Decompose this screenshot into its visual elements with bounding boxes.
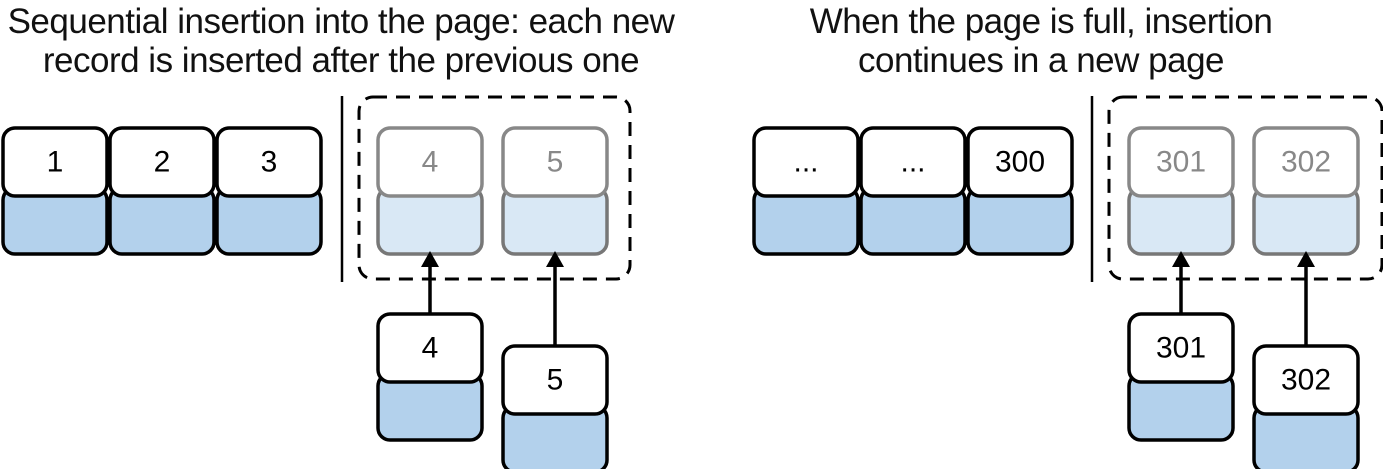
pending-record-slot: 302	[1252, 126, 1360, 256]
record-number: 5	[547, 146, 564, 179]
record-key-part	[501, 186, 609, 256]
record-number: 4	[422, 146, 439, 179]
record-header	[1, 126, 109, 198]
record-key-part	[859, 186, 967, 256]
record-header	[376, 312, 484, 384]
record-number: 4	[422, 332, 439, 365]
record-number: 302	[1281, 364, 1331, 397]
record-key-part	[376, 186, 484, 256]
record-key-part	[376, 372, 484, 442]
arrow-head	[421, 251, 439, 267]
record-number: 1	[47, 146, 64, 179]
existing-record: 300	[966, 126, 1074, 256]
record-header	[752, 126, 860, 198]
record-key-part	[108, 186, 216, 256]
record-key-part	[1127, 186, 1235, 256]
record-number: ...	[793, 146, 818, 179]
record-key-part	[752, 186, 860, 256]
record-header	[376, 126, 484, 198]
right-panel-title: When the page is full, insertion continu…	[700, 2, 1382, 80]
arrow-head	[1297, 251, 1315, 267]
record-number: 301	[1156, 146, 1206, 179]
insert-arrow	[1172, 251, 1190, 313]
record-key-part	[215, 186, 323, 256]
record-key-part	[1252, 186, 1360, 256]
incoming-record: 5	[501, 344, 609, 469]
incoming-record: 301	[1127, 312, 1235, 442]
record-header	[1127, 312, 1235, 384]
record-key-part	[1127, 372, 1235, 442]
incoming-record: 302	[1252, 344, 1360, 469]
insert-arrow	[421, 251, 439, 313]
record-key-part	[966, 186, 1074, 256]
panel-left: 1 2 3 4 5 4 5	[1, 95, 632, 469]
pending-record-slot: 4	[376, 126, 484, 256]
right-title-line-2: continues in a new page	[858, 41, 1225, 80]
panel-right: ...... 300 301 302 301 302	[752, 95, 1383, 469]
record-header	[859, 126, 967, 198]
insert-arrow	[1297, 251, 1315, 345]
record-number: 300	[995, 146, 1045, 179]
incoming-record: 4	[376, 312, 484, 442]
record-header	[1252, 344, 1360, 416]
pending-record-slot: 301	[1127, 126, 1235, 256]
record-number: 2	[154, 146, 171, 179]
left-title-line-2: record is inserted after the previous on…	[42, 41, 640, 80]
record-number: 3	[261, 146, 278, 179]
record-header	[215, 126, 323, 198]
record-number: 301	[1156, 332, 1206, 365]
left-panel-title: Sequential insertion into the page: each…	[0, 2, 682, 80]
record-header	[1252, 126, 1360, 198]
record-header	[966, 126, 1074, 198]
record-header	[108, 126, 216, 198]
record-number: 5	[547, 364, 564, 397]
record-number: ...	[900, 146, 925, 179]
right-title-line-1: When the page is full, insertion	[809, 2, 1273, 41]
left-title-line-1: Sequential insertion into the page: each…	[7, 2, 675, 41]
arrow-head	[546, 251, 564, 267]
record-header	[501, 344, 609, 416]
existing-record: 1	[1, 126, 109, 256]
insert-arrow	[546, 251, 564, 345]
existing-record: ...	[859, 126, 967, 256]
record-key-part	[1, 186, 109, 256]
record-header	[1127, 126, 1235, 198]
new-page-outline	[1107, 95, 1383, 281]
existing-record: 3	[215, 126, 323, 256]
new-page-outline	[357, 95, 632, 281]
existing-record: 2	[108, 126, 216, 256]
existing-record: ...	[752, 126, 860, 256]
record-header	[501, 126, 609, 198]
record-number: 302	[1281, 146, 1331, 179]
pending-record-slot: 5	[501, 126, 609, 256]
arrow-head	[1172, 251, 1190, 267]
